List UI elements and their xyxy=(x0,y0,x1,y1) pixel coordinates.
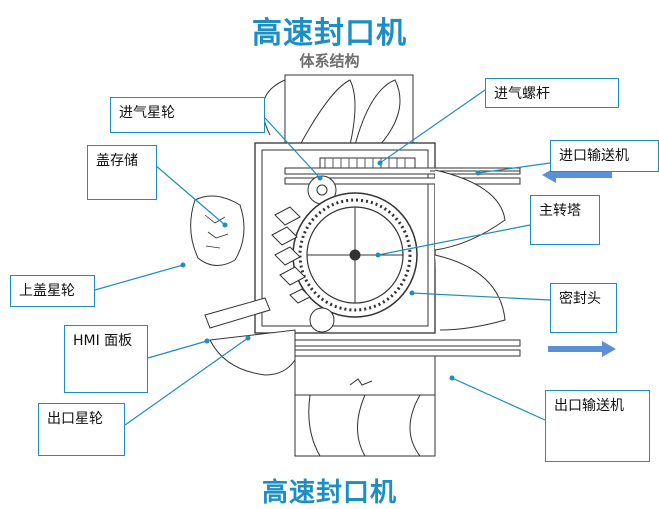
label-seal-head: 密封头 xyxy=(550,283,617,333)
main-frame-inner xyxy=(261,149,429,327)
bottom-cabinet xyxy=(294,355,436,457)
leader-inlet-starwheel xyxy=(264,117,321,179)
inlet-screw-body xyxy=(319,157,416,169)
cap-chute xyxy=(204,297,271,329)
leader-outlet-starwheel xyxy=(124,337,249,426)
turret-hub xyxy=(349,249,361,261)
inlet-conveyor-rail-bottom xyxy=(284,177,521,185)
leader-seal-head xyxy=(411,292,551,301)
leader-inlet-screw xyxy=(379,89,486,164)
leader-main-turret xyxy=(377,224,531,256)
diagram-bottom-title: 高速封口机 xyxy=(261,478,397,508)
leader-hmi-panel xyxy=(147,340,208,359)
label-cap-storage: 盖存储 xyxy=(87,145,157,200)
guard-lobe-left xyxy=(262,79,286,136)
cabinet-logo-mark xyxy=(349,378,373,386)
diagram-title: 高速封口机 xyxy=(252,16,407,51)
leader-cap-starwheel xyxy=(94,264,184,291)
cap-storage-detail xyxy=(204,214,229,249)
label-main-turret: 主转塔 xyxy=(530,195,600,245)
cap-feed-stack xyxy=(271,206,311,304)
cap-storage-hopper xyxy=(190,195,245,266)
label-hmi-panel: HMI 面板 xyxy=(64,325,148,393)
outlet-starwheel-shape xyxy=(309,307,335,333)
guard-petal-2 xyxy=(354,79,401,146)
leader-cap-storage xyxy=(154,164,226,226)
inlet-direction-arrow xyxy=(542,167,612,183)
label-cap-starwheel: 上盖星轮 xyxy=(10,275,95,307)
right-lobe-top xyxy=(434,169,506,251)
leader-outlet-conveyor xyxy=(451,377,546,421)
guard-petal-1 xyxy=(299,79,356,146)
label-outlet-starwheel: 出口星轮 xyxy=(38,403,125,456)
right-lobe-bottom xyxy=(434,254,506,331)
label-outlet-conveyor: 出口输送机 xyxy=(545,390,650,462)
outlet-conveyor-rail-top xyxy=(294,339,521,347)
outlet-direction-arrow xyxy=(548,341,616,357)
outlet-lobe xyxy=(209,329,296,376)
label-inlet-starwheel: 进气星轮 xyxy=(110,97,265,133)
cabinet-doors xyxy=(308,394,421,457)
main-turret-pockets xyxy=(298,198,412,312)
outlet-conveyor-rail-bottom xyxy=(294,349,521,357)
diagram-subtitle: 体系结构 xyxy=(299,52,360,70)
inlet-starwheel-hub xyxy=(316,184,328,196)
label-inlet-screw: 进气螺杆 xyxy=(485,78,619,108)
leader-inlet-conveyor xyxy=(477,162,551,174)
label-inlet-conveyor: 进口输送机 xyxy=(550,140,659,172)
